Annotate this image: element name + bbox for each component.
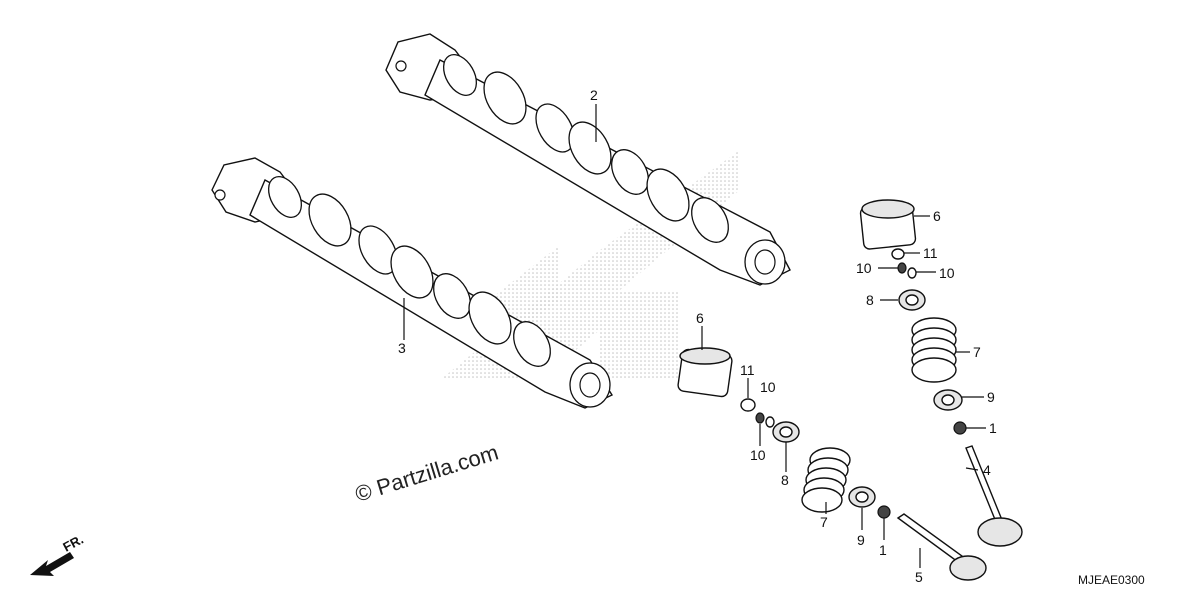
callout-1-upper: 1 — [989, 420, 997, 436]
callout-9-upper: 9 — [987, 389, 995, 405]
spring-seat-lower[interactable] — [848, 486, 876, 508]
stem-seal-lower[interactable] — [877, 505, 891, 519]
callout-6-upper: 6 — [933, 208, 941, 224]
watermark-text: © Partzilla.com — [352, 440, 501, 507]
front-arrow-icon: FR. — [30, 532, 86, 576]
retainer-upper[interactable] — [898, 289, 926, 311]
shim-upper[interactable] — [891, 248, 905, 260]
valve-lifter-lower[interactable] — [677, 347, 733, 398]
leader-lines — [403, 104, 986, 568]
callout-11-upper: 11 — [923, 245, 938, 261]
spring-seat-upper[interactable] — [933, 389, 963, 411]
camshaft-lower[interactable] — [211, 157, 614, 409]
callout-labels: 2 3 6 11 10 10 8 7 9 1 5 4 6 11 10 10 8 … — [398, 87, 997, 585]
callout-10-lower-b: 10 — [750, 447, 766, 463]
cotter-lower-a[interactable] — [755, 412, 765, 424]
valve-lifter-upper[interactable] — [859, 199, 917, 250]
callout-1-lower: 1 — [879, 542, 887, 558]
callout-6-lower: 6 — [696, 310, 704, 326]
callout-8-lower: 8 — [781, 472, 789, 488]
shim-lower[interactable] — [740, 398, 756, 412]
callout-10-upper-a: 10 — [856, 260, 872, 276]
callout-11-lower: 11 — [740, 362, 755, 378]
callout-7-lower: 7 — [820, 514, 828, 530]
diagram-code: MJEAE0300 — [1078, 573, 1145, 587]
valve-lower[interactable] — [896, 513, 987, 581]
callout-10-upper-b: 10 — [939, 265, 955, 281]
valve-upper[interactable] — [965, 445, 1023, 547]
stem-seal-upper[interactable] — [953, 421, 967, 435]
retainer-lower[interactable] — [772, 421, 800, 443]
front-arrow-label: FR. — [60, 532, 86, 555]
spring-lower[interactable] — [801, 447, 851, 513]
cotter-lower-b[interactable] — [765, 416, 775, 428]
callout-10-lower-a: 10 — [760, 379, 776, 395]
camshaft-upper[interactable] — [385, 33, 791, 286]
callout-9-lower: 9 — [857, 532, 865, 548]
cotter-upper-b[interactable] — [907, 267, 917, 279]
callout-4: 4 — [983, 462, 991, 478]
spring-upper[interactable] — [911, 317, 957, 383]
cotter-upper-a[interactable] — [897, 262, 907, 274]
callout-5: 5 — [915, 569, 923, 585]
callout-2: 2 — [590, 87, 598, 103]
callout-3: 3 — [398, 340, 406, 356]
callout-7-upper: 7 — [973, 344, 981, 360]
callout-8-upper: 8 — [866, 292, 874, 308]
